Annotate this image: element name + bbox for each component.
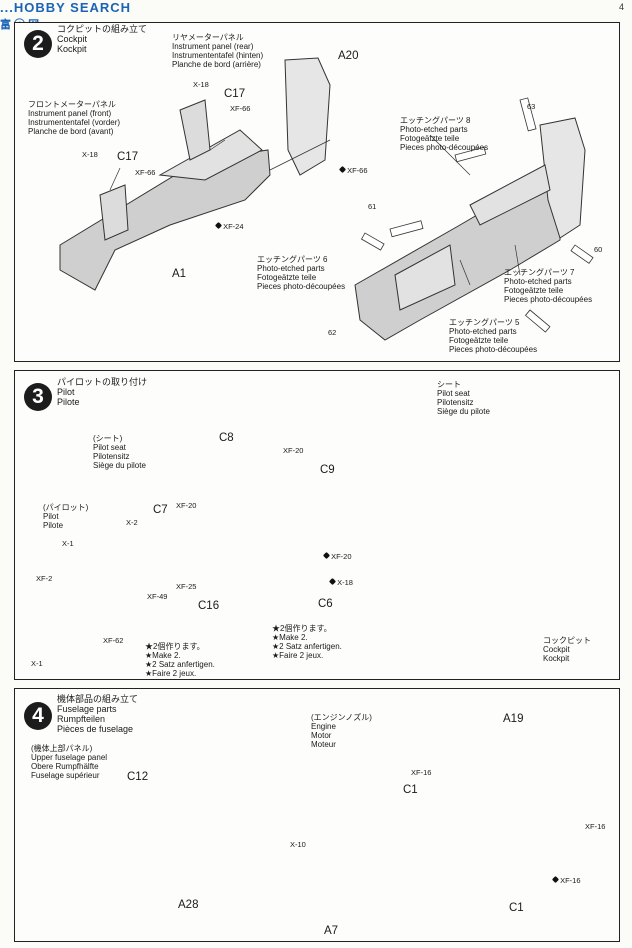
make-2-note-b: ★2個作ります。★Make 2.★2 Satz anfertigen.★Fair… bbox=[272, 624, 342, 660]
pe-number-61: 61 bbox=[368, 202, 377, 211]
watermark-logo: ...HOBBY SEARCH bbox=[0, 0, 132, 15]
step-4-number: 4 bbox=[24, 702, 52, 730]
paint-x1-a: X-1 bbox=[62, 539, 74, 548]
paint-xf66-b: XF-66 bbox=[135, 168, 156, 177]
pe-number-62: 62 bbox=[328, 328, 337, 337]
paint-x2: X-2 bbox=[126, 518, 138, 527]
part-a19: A19 bbox=[503, 713, 524, 725]
pe-number-60: 60 bbox=[594, 245, 603, 254]
step-4-panel bbox=[14, 688, 620, 942]
paint-xf20-b: XF-20 bbox=[176, 501, 197, 510]
part-c1-b: C1 bbox=[509, 902, 524, 914]
paint-xf62: XF-62 bbox=[103, 636, 124, 645]
page-number: 4 bbox=[618, 2, 624, 12]
pe-number-63: 63 bbox=[527, 102, 536, 111]
paint-x18-a: X-18 bbox=[193, 80, 209, 89]
paint-xf20-c: XF-20 bbox=[322, 551, 352, 561]
paint-xf16-a: XF-16 bbox=[411, 768, 432, 777]
paint-xf16-c: XF-16 bbox=[585, 822, 606, 831]
part-c12: C12 bbox=[127, 771, 149, 783]
paint-xf66-c: XF-66 bbox=[338, 165, 368, 175]
part-c17-a: C17 bbox=[224, 88, 246, 100]
part-a1: A1 bbox=[172, 268, 187, 280]
paint-xf20-a: XF-20 bbox=[283, 446, 304, 455]
paint-xf66-a: XF-66 bbox=[230, 104, 251, 113]
part-c9: C9 bbox=[320, 464, 335, 476]
paint-xf25: XF-25 bbox=[176, 582, 197, 591]
part-a7: A7 bbox=[324, 925, 339, 937]
paint-x1-b: X-1 bbox=[31, 659, 43, 668]
paint-xf16-b: XF-16 bbox=[551, 875, 581, 885]
step-3-panel bbox=[14, 370, 620, 680]
cockpit-tub-a1 bbox=[59, 149, 271, 291]
paint-x18: X-18 bbox=[328, 577, 353, 587]
paint-x18-b: X-18 bbox=[82, 150, 98, 159]
make-2-note-a: ★2個作ります。★Make 2.★2 Satz anfertigen.★Fair… bbox=[145, 642, 215, 678]
step-3-number: 3 bbox=[24, 383, 52, 411]
part-c7: C7 bbox=[153, 504, 168, 516]
paint-xf49: XF-49 bbox=[147, 592, 168, 601]
part-c6: C6 bbox=[318, 598, 333, 610]
paint-xf24: XF-24 bbox=[214, 221, 244, 231]
part-c1-a: C1 bbox=[403, 784, 418, 796]
bulkhead-a20 bbox=[284, 57, 331, 176]
part-c16: C16 bbox=[198, 600, 220, 612]
paint-xf2: XF-2 bbox=[36, 574, 53, 583]
part-c8: C8 bbox=[219, 432, 234, 444]
part-c17-b: C17 bbox=[117, 151, 139, 163]
paint-x10: X-10 bbox=[290, 840, 306, 849]
part-a20: A20 bbox=[338, 50, 359, 62]
step-2-number: 2 bbox=[24, 30, 52, 58]
part-a28: A28 bbox=[178, 899, 199, 911]
